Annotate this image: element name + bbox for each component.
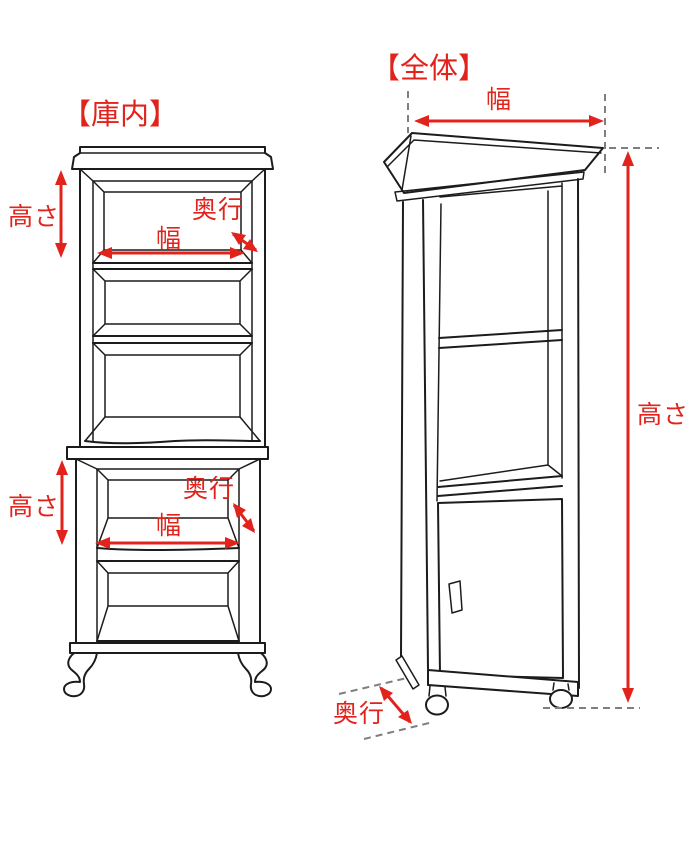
inner-upper-width-label: 幅 bbox=[156, 225, 183, 253]
inner-lower-depth-arrow bbox=[232, 503, 256, 533]
overall-depth-label: 奥行 bbox=[333, 700, 386, 728]
overall-height-arrow bbox=[622, 151, 634, 703]
overall-height-label: 高さ bbox=[637, 401, 690, 429]
measure-guide-dashes bbox=[338, 91, 659, 740]
inner-lower-width-arrow bbox=[95, 537, 240, 549]
inner-lower-width-label: 幅 bbox=[156, 512, 183, 540]
inner-lower-height-label: 高さ bbox=[8, 493, 61, 521]
inner-upper-width-arrow bbox=[97, 247, 245, 259]
overall-depth-arrow bbox=[379, 686, 412, 724]
inner-cabinet-drawing bbox=[63, 146, 274, 698]
inner-diagram-title: 【庫内】 bbox=[62, 99, 179, 131]
dimension-arrows bbox=[55, 115, 634, 724]
overall-width-arrow bbox=[414, 115, 604, 127]
depth-guide-upper bbox=[338, 677, 408, 695]
overall-cabinet-drawing bbox=[383, 132, 604, 716]
inner-upper-height-label: 高さ bbox=[8, 203, 61, 231]
inner-lower-depth-label: 奥行 bbox=[183, 475, 236, 503]
inner-upper-height-arrow bbox=[55, 170, 67, 258]
inner-lower-height-arrow bbox=[56, 460, 68, 545]
inner-upper-depth-label: 奥行 bbox=[192, 196, 245, 224]
overall-width-label: 幅 bbox=[486, 86, 513, 114]
overall-diagram-title: 【全体】 bbox=[371, 53, 488, 85]
inner-upper-depth-arrow bbox=[231, 232, 258, 252]
